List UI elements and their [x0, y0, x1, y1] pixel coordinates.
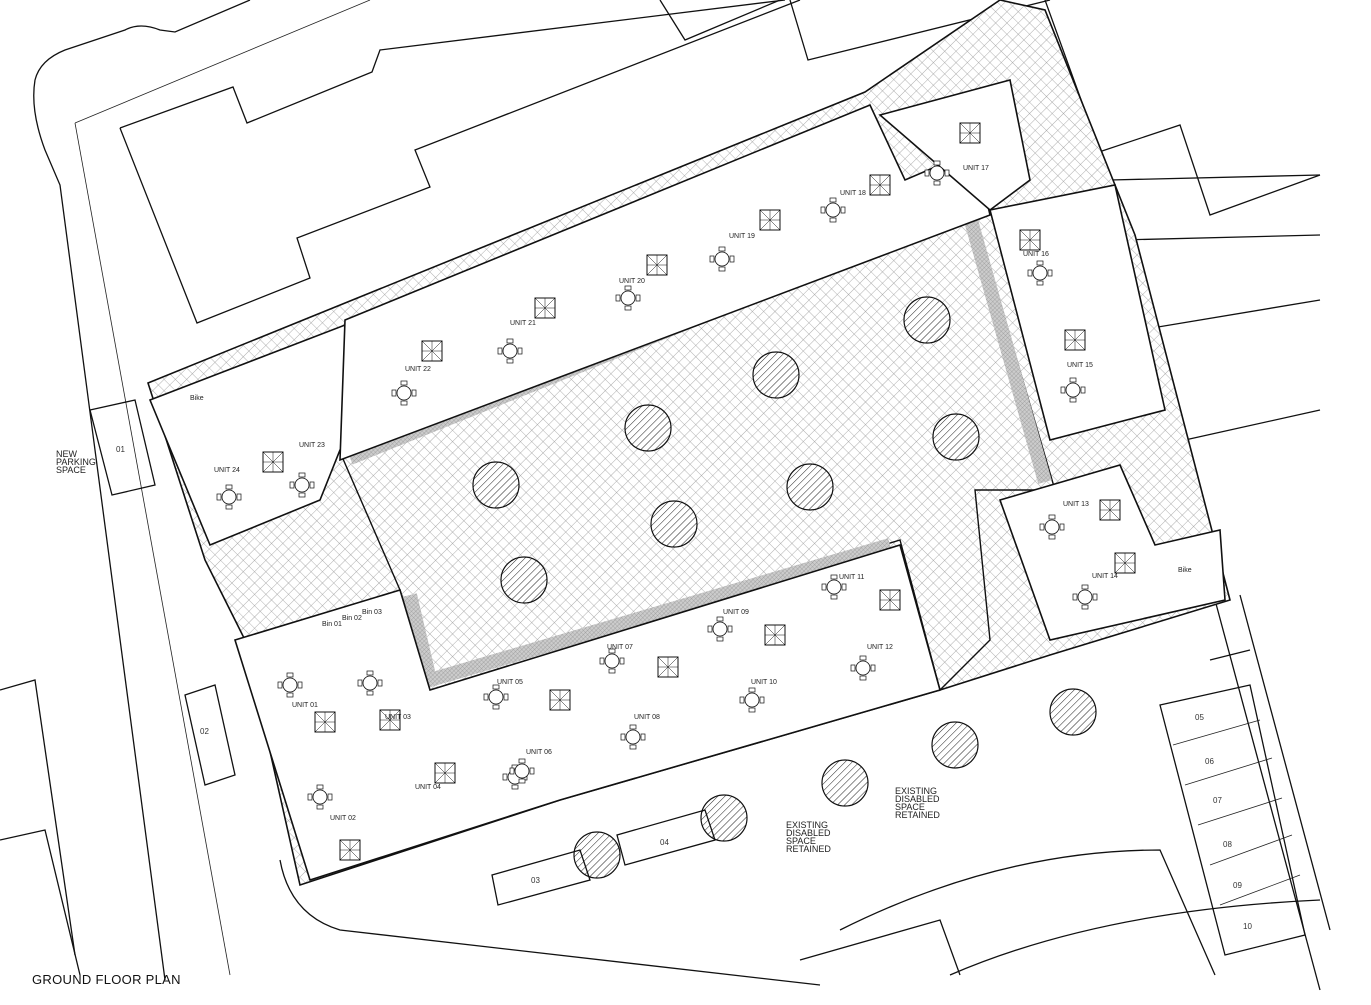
svg-text:DISABLED: DISABLED	[786, 828, 831, 838]
unit-18-label: UNIT 18	[840, 190, 866, 197]
disabled-space-label: EXISTING	[786, 820, 828, 830]
svg-text:PARKING: PARKING	[56, 457, 96, 467]
svg-text:SPACE: SPACE	[895, 802, 925, 812]
tree-icon	[573, 831, 621, 879]
svg-text:RETAINED: RETAINED	[895, 810, 940, 820]
bin-store-label: Bin 02	[342, 615, 362, 622]
tree-icon	[752, 351, 800, 399]
site-annotations: NEW PARKING SPACE EXISTING DISABLED SPAC…	[56, 449, 940, 854]
unit-16-label: UNIT 16	[1023, 251, 1049, 258]
road-kerbs	[33, 0, 1331, 991]
tree-icon	[650, 500, 698, 548]
svg-text:SPACE: SPACE	[56, 465, 86, 475]
unit-14-label: UNIT 14	[1092, 573, 1118, 580]
unit-23-label: UNIT 23	[299, 442, 325, 449]
bike-store-label: Bike	[190, 395, 204, 402]
disabled-space-label: EXISTING	[895, 786, 937, 796]
unit-02-label: UNIT 02	[330, 815, 356, 822]
tree-icon	[786, 463, 834, 511]
bay-04-label: 04	[660, 838, 669, 847]
bike-store-label: Bike	[1178, 567, 1192, 574]
bay-06-label: 06	[1205, 757, 1214, 766]
bay-03-label: 03	[531, 876, 540, 885]
drawing-title: GROUND FLOOR PLAN	[32, 972, 181, 987]
svg-text:RETAINED: RETAINED	[786, 844, 831, 854]
parking-bays	[89, 399, 1306, 956]
unit-01-label: UNIT 01	[292, 702, 318, 709]
bay-numbers: 01 02 03 04 05 06 07 08 09 10	[116, 445, 1252, 931]
unit-04-label: UNIT 04	[415, 784, 441, 791]
svg-text:DISABLED: DISABLED	[895, 794, 940, 804]
store-labels: Bike Bike Bin 01 Bin 02 Bin 03	[190, 395, 1192, 628]
unit-19-label: UNIT 19	[729, 233, 755, 240]
unit-12-label: UNIT 12	[867, 644, 893, 651]
tree-icon	[932, 413, 980, 461]
svg-text:SPACE: SPACE	[786, 836, 816, 846]
bay-07-label: 07	[1213, 796, 1222, 805]
tree-icon	[624, 404, 672, 452]
unit-06-label: UNIT 06	[526, 749, 552, 756]
unit-07-label: UNIT 07	[607, 644, 633, 651]
bin-store-label: Bin 01	[322, 621, 342, 628]
bay-10-label: 10	[1243, 922, 1252, 931]
tree-icon	[821, 759, 869, 807]
south-terrace	[233, 543, 941, 882]
north-terrace	[148, 79, 1226, 641]
bay-09-label: 09	[1233, 881, 1242, 890]
unit-20-label: UNIT 20	[619, 278, 645, 285]
tree-icon	[1049, 688, 1097, 736]
new-parking-label: NEW	[56, 449, 78, 459]
unit-13-label: UNIT 13	[1063, 501, 1089, 508]
bin-store-label: Bin 03	[362, 609, 382, 616]
bay-02-label: 02	[200, 727, 209, 736]
unit-10-label: UNIT 10	[751, 679, 777, 686]
bay-01-label: 01	[116, 445, 125, 454]
unit-03-label: UNIT 03	[385, 714, 411, 721]
unit-labels: UNIT 01 UNIT 02 UNIT 03 UNIT 04 UNIT 05 …	[214, 165, 1118, 822]
tree-icon	[931, 721, 979, 769]
unit-17-label: UNIT 17	[963, 165, 989, 172]
unit-15-label: UNIT 15	[1067, 362, 1093, 369]
unit-24-label: UNIT 24	[214, 467, 240, 474]
bay-08-label: 08	[1223, 840, 1232, 849]
bay-05-label: 05	[1195, 713, 1204, 722]
unit-22-label: UNIT 22	[405, 366, 431, 373]
tree-icon	[472, 461, 520, 509]
unit-11-label: UNIT 11	[839, 574, 865, 581]
unit-21-label: UNIT 21	[510, 320, 536, 327]
unit-05-label: UNIT 05	[497, 679, 523, 686]
tree-icon	[500, 556, 548, 604]
tree-icon	[903, 296, 951, 344]
unit-09-label: UNIT 09	[723, 609, 749, 616]
unit-08-label: UNIT 08	[634, 714, 660, 721]
